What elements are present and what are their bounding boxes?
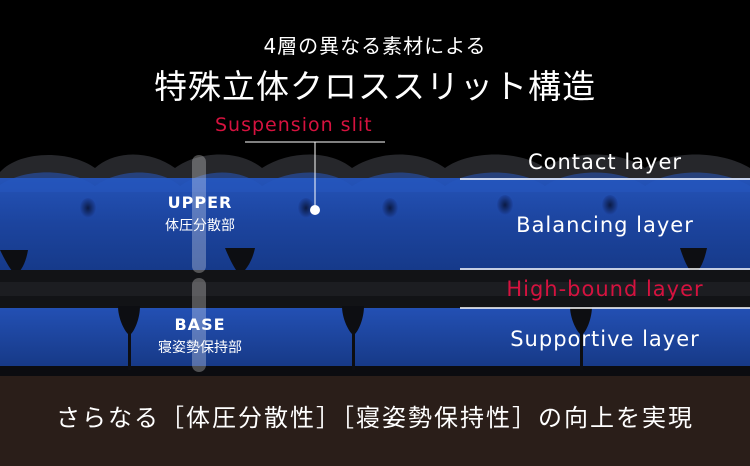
page-title: 特殊立体クロススリット構造 — [154, 67, 596, 106]
balancing-layer — [0, 178, 750, 270]
high-bound-layer-label: High-bound layer — [506, 277, 704, 301]
footer-text: さらなる［体圧分散性］［寝姿勢保持性］の向上を実現 — [56, 404, 694, 432]
suspension-slit-label: Suspension slit — [215, 114, 373, 136]
base-slit — [342, 306, 364, 370]
supportive-layer-label: Supportive layer — [510, 327, 700, 351]
dimple — [382, 198, 398, 218]
callout-dot — [310, 205, 320, 215]
base-slit — [118, 306, 140, 370]
foam-bumps — [0, 172, 750, 192]
dimple — [298, 198, 314, 218]
upper-slit-right — [680, 248, 707, 275]
dimple — [80, 198, 96, 218]
upper-region-label: UPPER 体圧分散部 — [150, 193, 250, 235]
contact-layer-label: Contact layer — [527, 150, 683, 174]
base-region-label: BASE 寝姿勢保持部 — [145, 315, 255, 357]
footer-banner: さらなる［体圧分散性］［寝姿勢保持性］の向上を実現 — [0, 376, 750, 466]
dimple — [602, 195, 618, 215]
upper-subtitle: 体圧分散部 — [165, 218, 235, 234]
high-bound-texture — [0, 282, 750, 296]
region-divider-bar-base — [192, 278, 206, 372]
region-divider-bar-upper — [192, 155, 206, 273]
balancing-layer-label: Balancing layer — [516, 213, 694, 237]
base-slit — [570, 306, 592, 370]
upper-slit-mid — [225, 248, 255, 275]
upper-title: UPPER — [167, 193, 233, 212]
dimple — [497, 195, 513, 215]
contact-layer — [0, 154, 750, 182]
base-bottom — [0, 366, 750, 376]
base-subtitle: 寝姿勢保持部 — [158, 340, 242, 356]
subtitle: 4層の異なる素材による — [263, 34, 487, 58]
upper-slit-left — [0, 250, 28, 275]
base-title: BASE — [174, 315, 226, 334]
